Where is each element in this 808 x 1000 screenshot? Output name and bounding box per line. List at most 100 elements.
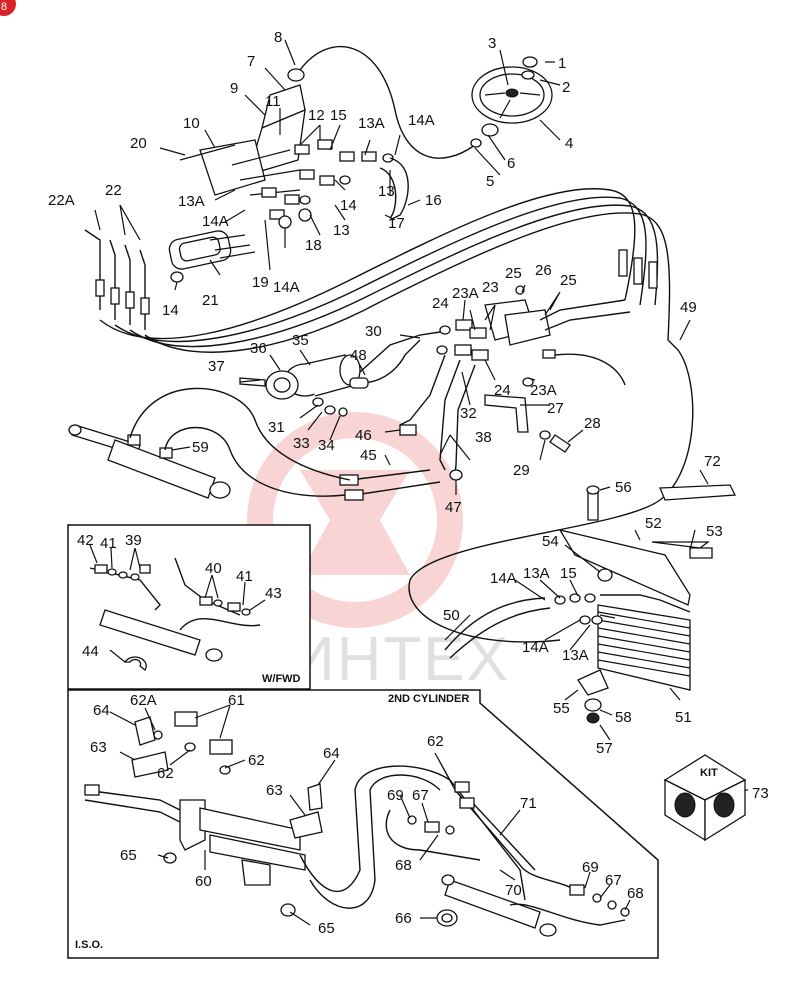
callout-8: 8 (274, 29, 282, 46)
callout-73: 73 (752, 785, 769, 802)
callout-22: 22 (105, 182, 122, 199)
callout-40: 40 (205, 560, 222, 577)
steering-cylinder (68, 387, 351, 499)
callout-13a-a: 13A (358, 115, 385, 132)
callout-62-b: 62 (248, 752, 265, 769)
callout-1: 1 (558, 55, 566, 72)
callout-14-b: 14 (162, 302, 179, 319)
callout-55: 55 (553, 700, 570, 717)
callout-68-a: 68 (395, 857, 412, 874)
callout-41-b: 41 (236, 568, 253, 585)
callout-31: 31 (268, 419, 285, 436)
callout-10: 10 (183, 115, 200, 132)
callout-20: 20 (130, 135, 147, 152)
callout-62-a: 62 (157, 765, 174, 782)
brand-logo-icon (713, 792, 735, 818)
callout-54: 54 (542, 533, 559, 550)
callout-58: 58 (615, 709, 632, 726)
callouts: 1 2 3 4 5 6 7 8 9 10 11 12 13A 14A 15 13… (48, 29, 769, 937)
iso-label: I.S.O. (75, 939, 103, 951)
callout-62a: 62A (130, 692, 157, 709)
callout-33: 33 (293, 435, 310, 452)
callout-39: 39 (125, 532, 142, 549)
callout-14a-c: 14A (273, 279, 300, 296)
callout-48: 48 (350, 347, 367, 364)
callout-13a-c: 13A (523, 565, 550, 582)
brand-logo-icon (674, 792, 696, 818)
callout-67-b: 67 (605, 872, 622, 889)
callout-25-a: 25 (505, 265, 522, 282)
callout-16: 16 (425, 192, 442, 209)
callout-13a-d: 13A (562, 647, 589, 664)
callout-47: 47 (445, 499, 462, 516)
callout-65-b: 65 (318, 920, 335, 937)
kit-label: KIT (700, 767, 718, 779)
column-fittings (261, 139, 394, 229)
horn-cap-icon (522, 56, 538, 68)
callout-41-a: 41 (100, 535, 117, 552)
column-nut-icon (287, 68, 305, 82)
callout-26: 26 (535, 262, 552, 279)
callout-51: 51 (675, 709, 692, 726)
callout-38: 38 (475, 429, 492, 446)
inset-wfwd-label: W/FWD (262, 673, 301, 685)
steering-column-group (179, 46, 476, 229)
callout-2: 2 (562, 79, 570, 96)
callout-19: 19 (252, 274, 269, 291)
callout-46: 46 (355, 427, 372, 444)
callout-56: 56 (615, 479, 632, 496)
callout-72: 72 (704, 453, 721, 470)
callout-37: 37 (208, 358, 225, 375)
callout-30: 30 (365, 323, 382, 340)
callout-53: 53 (706, 523, 723, 540)
callout-15-b: 15 (560, 565, 577, 582)
callout-62-c: 62 (427, 733, 444, 750)
callout-23a-a: 23A (452, 285, 479, 302)
callout-50: 50 (443, 607, 460, 624)
inset-wfwd: W/FWD (67, 524, 311, 690)
callout-36: 36 (250, 340, 267, 357)
callout-63-a: 63 (90, 739, 107, 756)
kit-box-icon: KIT (663, 754, 747, 842)
callout-14-a: 14 (340, 197, 357, 214)
steering-wheel (470, 56, 553, 148)
callout-45: 45 (360, 447, 377, 464)
callout-6: 6 (507, 155, 515, 172)
callout-60: 60 (195, 873, 212, 890)
callout-63-b: 63 (266, 782, 283, 799)
callout-68-b: 68 (627, 885, 644, 902)
inset-second-cylinder-label: 2ND CYLINDER (388, 693, 469, 705)
wheel-nut-icon (505, 88, 519, 98)
inset-second-cylinder: 2ND CYLINDER (67, 689, 659, 959)
callout-18: 18 (305, 237, 322, 254)
callout-13a-b: 13A (178, 193, 205, 210)
callout-4: 4 (565, 135, 573, 152)
wheel-hub-icon (481, 123, 499, 137)
callout-12: 12 (308, 107, 325, 124)
callout-9: 9 (230, 80, 238, 97)
callout-24-a: 24 (432, 295, 449, 312)
callout-42: 42 (77, 532, 94, 549)
callout-23a-b: 23A (530, 382, 557, 399)
manifold-block (436, 285, 631, 453)
callout-3: 3 (488, 35, 496, 52)
callout-35: 35 (292, 332, 309, 349)
callout-32: 32 (460, 405, 477, 422)
callout-22a: 22A (48, 192, 75, 209)
callout-34: 34 (318, 437, 335, 454)
callout-71: 71 (520, 795, 537, 812)
main-hoses (99, 188, 694, 643)
callout-65-a: 65 (120, 847, 137, 864)
callout-52: 52 (645, 515, 662, 532)
callout-43: 43 (265, 585, 282, 602)
callout-24-b: 24 (494, 382, 511, 399)
callout-69-b: 69 (582, 859, 599, 876)
callout-14a-b: 14A (202, 213, 229, 230)
callout-44: 44 (82, 643, 99, 660)
callout-7: 7 (247, 53, 255, 70)
pump-group (239, 331, 441, 417)
page-badge: 8 (0, 0, 16, 16)
callout-67-a: 67 (412, 787, 429, 804)
callout-57: 57 (596, 740, 613, 757)
